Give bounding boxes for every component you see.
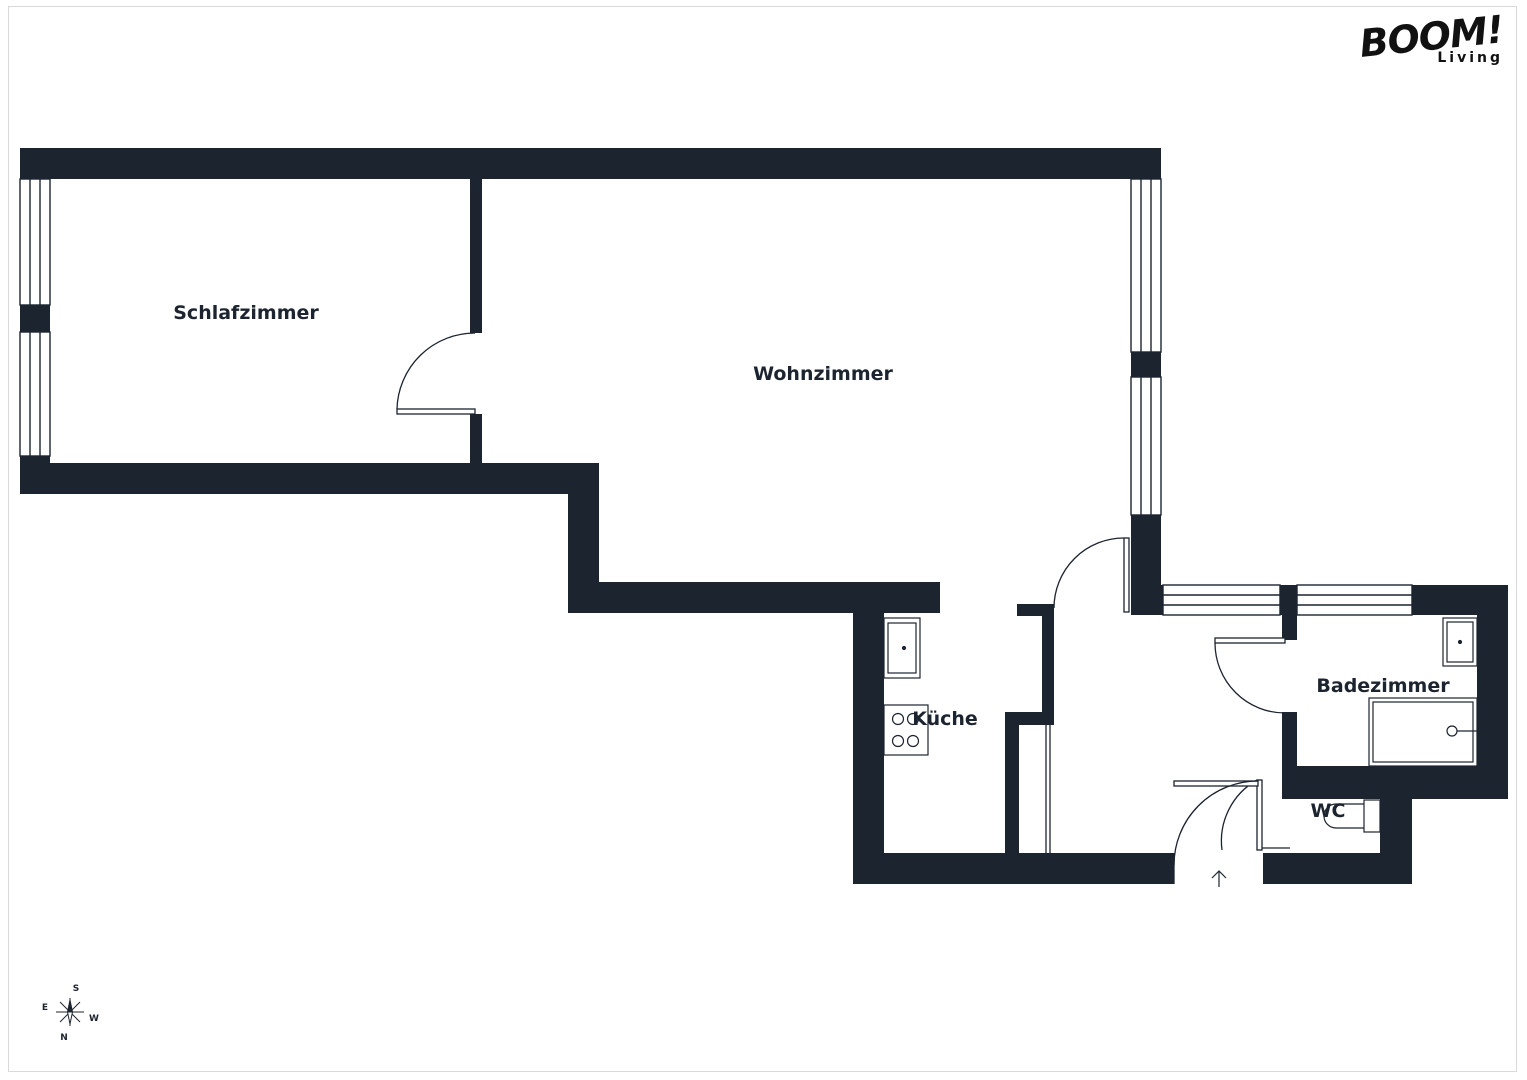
window-bedroom-lower [19, 331, 51, 457]
door-kitchen-sliding [1045, 725, 1051, 853]
wall-bedroom-bottom [20, 463, 599, 494]
room-label-kueche: Küche [912, 708, 978, 730]
wall-partition-lower [470, 414, 482, 464]
wall-bath-left-upper [1282, 615, 1297, 640]
wall-hall-post [1042, 604, 1054, 725]
wall-left-bottom [20, 456, 50, 464]
room-label-wc: WC [1311, 800, 1346, 822]
arrow-up-icon [1211, 870, 1227, 887]
wc-toilet [1323, 799, 1381, 833]
wall-kitchen-divider-top [1005, 712, 1053, 725]
compass-label-bottom: N [60, 1033, 68, 1043]
door-wc [1220, 779, 1290, 851]
wall-partition-upper [470, 179, 482, 333]
walls [20, 148, 1508, 884]
window-living-upper [1130, 178, 1162, 353]
window-living-lower [1130, 376, 1162, 516]
windows [19, 178, 1413, 616]
wall-top [20, 148, 1161, 179]
wall-step-horizontal [568, 582, 940, 613]
room-label-schlafzimmer: Schlafzimmer [173, 302, 319, 324]
wall-hall-post-top [1017, 604, 1054, 616]
wall-bath-right [1477, 585, 1508, 799]
door-bathroom [1214, 637, 1286, 714]
compass-label-top: S [73, 984, 79, 994]
window-bath-left [1162, 584, 1281, 616]
wall-bath-mullion [1280, 585, 1297, 615]
door-bedroom [396, 332, 476, 415]
door-living-hall [1053, 537, 1130, 613]
doors [396, 332, 1290, 884]
window-bedroom-upper [19, 178, 51, 306]
wall-bath-left-lower [1282, 712, 1297, 782]
bath-washbasin [1442, 617, 1478, 667]
wall-kitchen-divider [1005, 712, 1019, 854]
brand-logo: BOOM! Living [1358, 7, 1506, 66]
room-label-wohnzimmer: Wohnzimmer [753, 363, 893, 385]
compass-label-left: E [42, 1003, 48, 1013]
wall-right-pier [1131, 352, 1161, 377]
window-bath-right [1296, 584, 1413, 616]
wall-bottom-left [853, 853, 1174, 884]
bath-shower [1368, 697, 1478, 767]
kitchen-sink [883, 617, 921, 679]
wall-left-pier [20, 305, 50, 332]
door-entrance [1173, 780, 1259, 884]
wall-bath-top-left [1131, 585, 1163, 615]
fixtures [883, 617, 1478, 833]
kitchen-stove [883, 704, 929, 756]
page-frame [8, 6, 1517, 1072]
room-label-badezimmer: Badezimmer [1316, 675, 1450, 697]
wall-entry-jamb [1263, 853, 1291, 884]
compass-rose-icon: S E W N [42, 984, 99, 1043]
brand-tagline: Living [1437, 50, 1503, 66]
wall-kitchen-left [853, 613, 884, 884]
compass-label-right: W [89, 1014, 99, 1024]
